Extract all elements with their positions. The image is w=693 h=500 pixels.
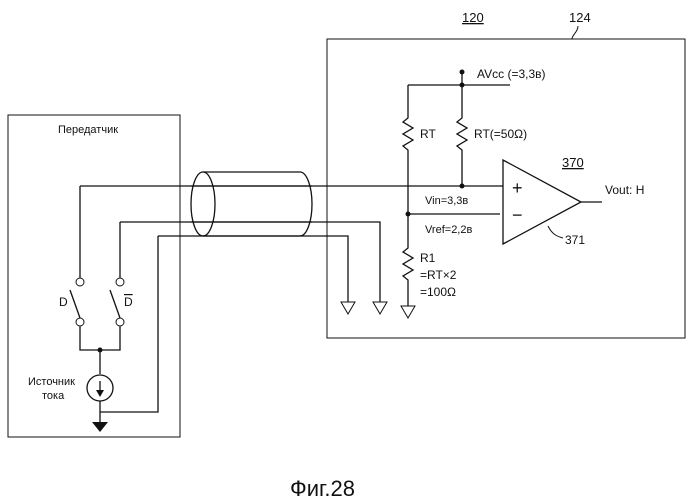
ground-shield-icon xyxy=(341,302,355,314)
ground-tx-icon xyxy=(92,422,108,432)
cable-shield xyxy=(191,172,312,236)
switch-left-bottom-contact xyxy=(76,318,84,326)
vin-label: Vin=3,3в xyxy=(425,195,468,207)
source-label-line2: тока xyxy=(42,390,65,402)
comparator-plus-label: + xyxy=(512,178,523,198)
supply-label: AVcc (=3,3в) xyxy=(477,67,546,81)
r1-value-label: =100Ω xyxy=(420,285,456,299)
switch-left-blade xyxy=(70,290,80,318)
wire-shield-ground xyxy=(158,236,348,302)
wire-switch-common xyxy=(80,326,120,350)
switch-left-label: D xyxy=(59,295,68,309)
switch-right-blade xyxy=(110,290,120,318)
rt-left-label: RT xyxy=(420,127,436,141)
current-source-arrow-icon xyxy=(96,390,104,397)
wire-return xyxy=(100,236,158,412)
comparator-symbol xyxy=(503,160,581,244)
comparator-lead-line xyxy=(548,226,563,238)
ref-device-label: 120 xyxy=(462,10,484,25)
vout-label: Vout: H xyxy=(605,183,644,197)
resistor-r1 xyxy=(403,214,413,306)
supply-node xyxy=(460,70,465,75)
ground-r1-icon xyxy=(401,306,415,318)
resistor-rt-left xyxy=(403,85,413,214)
junction-vin xyxy=(460,184,465,189)
r1-formula-label: =RT×2 xyxy=(420,268,457,282)
ref-box-label: 124 xyxy=(569,10,591,25)
switch-right-bottom-contact xyxy=(116,318,124,326)
transmitter-frame xyxy=(8,115,180,437)
r1-name-label: R1 xyxy=(420,251,436,265)
wire-signal-minus xyxy=(120,222,380,302)
resistor-rt-right xyxy=(457,85,467,186)
source-label-line1: Источник xyxy=(28,376,75,388)
figure-caption: Фиг.28 xyxy=(290,476,355,500)
vref-label: Vref=2,2в xyxy=(425,224,472,236)
comparator-ref-label: 370 xyxy=(562,155,584,170)
switch-right-top-contact xyxy=(116,278,124,286)
comparator-lead-label: 371 xyxy=(565,233,585,247)
comparator-minus-label: − xyxy=(512,205,523,225)
transmitter-title: Передатчик xyxy=(58,124,118,136)
rt-right-label: RT(=50Ω) xyxy=(474,127,527,141)
ground-minus-icon xyxy=(373,302,387,314)
ref-box-leader xyxy=(572,26,578,39)
switch-left-top-contact xyxy=(76,278,84,286)
switch-right-label: D xyxy=(124,295,133,309)
